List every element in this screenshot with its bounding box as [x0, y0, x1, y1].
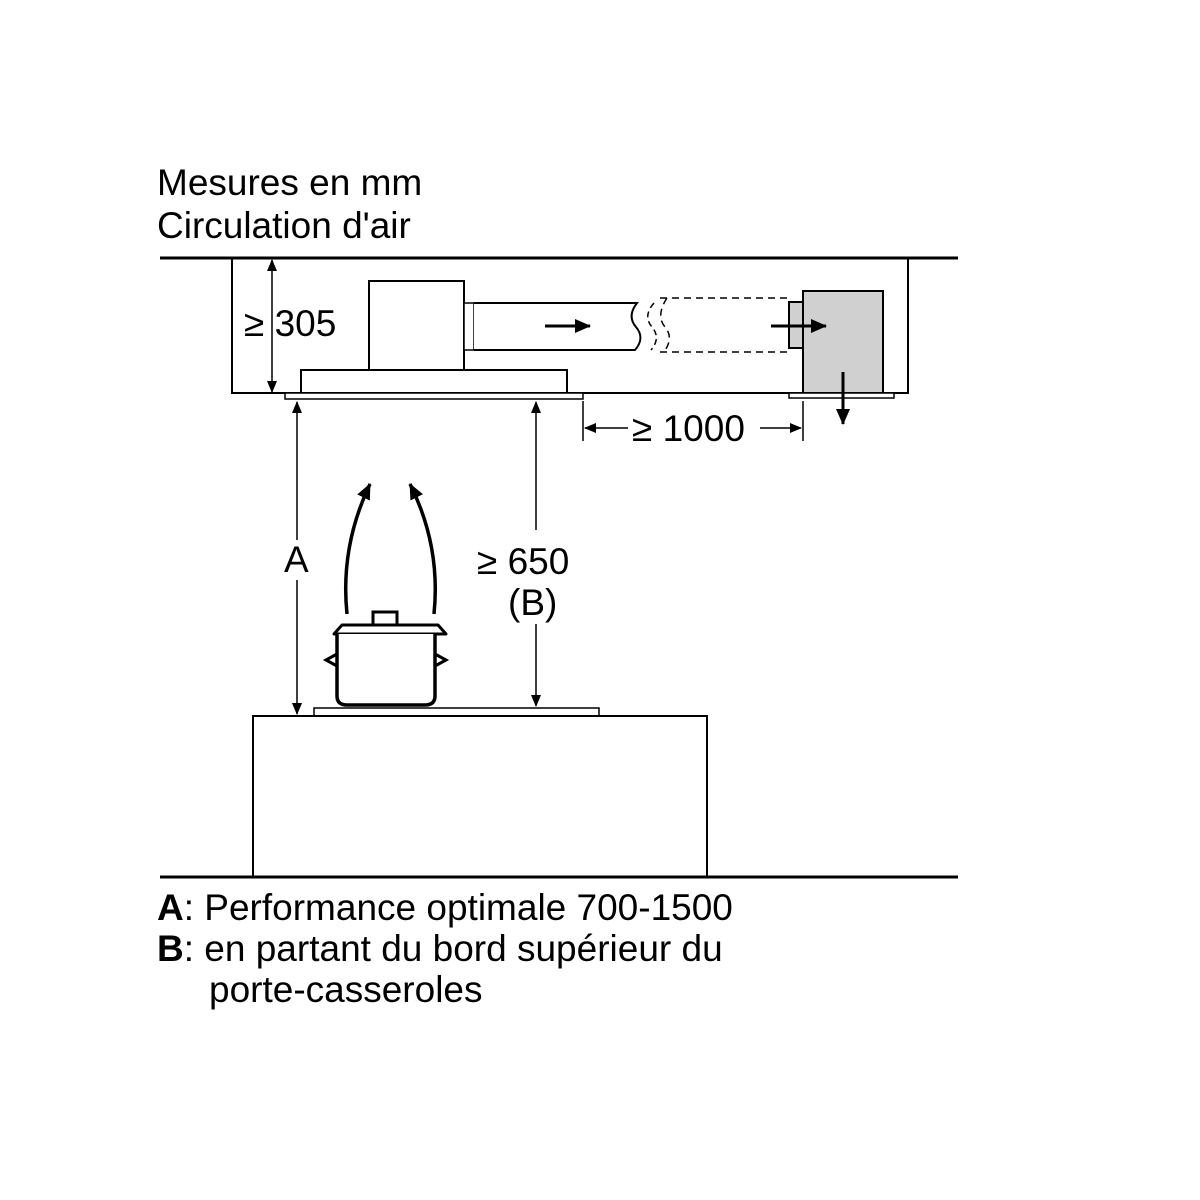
steam-arrow-left: [344, 483, 372, 615]
hood-body: [300, 369, 568, 394]
legend-b-text: : en partant du bord supérieur du: [184, 928, 723, 969]
counter-cabinet: [252, 715, 708, 878]
header-mode: Circulation d'air: [157, 205, 411, 246]
legend-a: A: Performance optimale 700-1500: [157, 887, 733, 928]
legend-b-continued: porte-casseroles: [209, 969, 483, 1010]
legend-b: B: en partant du bord supérieur du: [157, 928, 723, 969]
dim-a-label: A: [284, 539, 309, 580]
duct-break-left: [647, 302, 658, 351]
duct-connector: [463, 302, 475, 351]
dim-650-label: ≥ 650: [477, 541, 569, 582]
steam-arrow-right: [408, 483, 437, 615]
hood-panel: [284, 392, 584, 400]
dim-1000-label: ≥ 1000: [632, 408, 745, 449]
legend-a-text: : Performance optimale 700-1500: [184, 887, 733, 928]
duct-dashed: [660, 297, 790, 353]
cooking-pot-icon: [322, 610, 450, 707]
header-units: Mesures en mm: [157, 162, 422, 203]
dim-650-ref: (B): [508, 582, 557, 623]
dim-305-label: ≥ 305: [244, 303, 336, 344]
dim-a-label-bg: [283, 540, 313, 580]
legend-b-key: B: [157, 928, 184, 969]
cooktop: [313, 707, 600, 717]
hood-motor-housing: [368, 280, 465, 371]
legend-a-key: A: [157, 887, 184, 928]
